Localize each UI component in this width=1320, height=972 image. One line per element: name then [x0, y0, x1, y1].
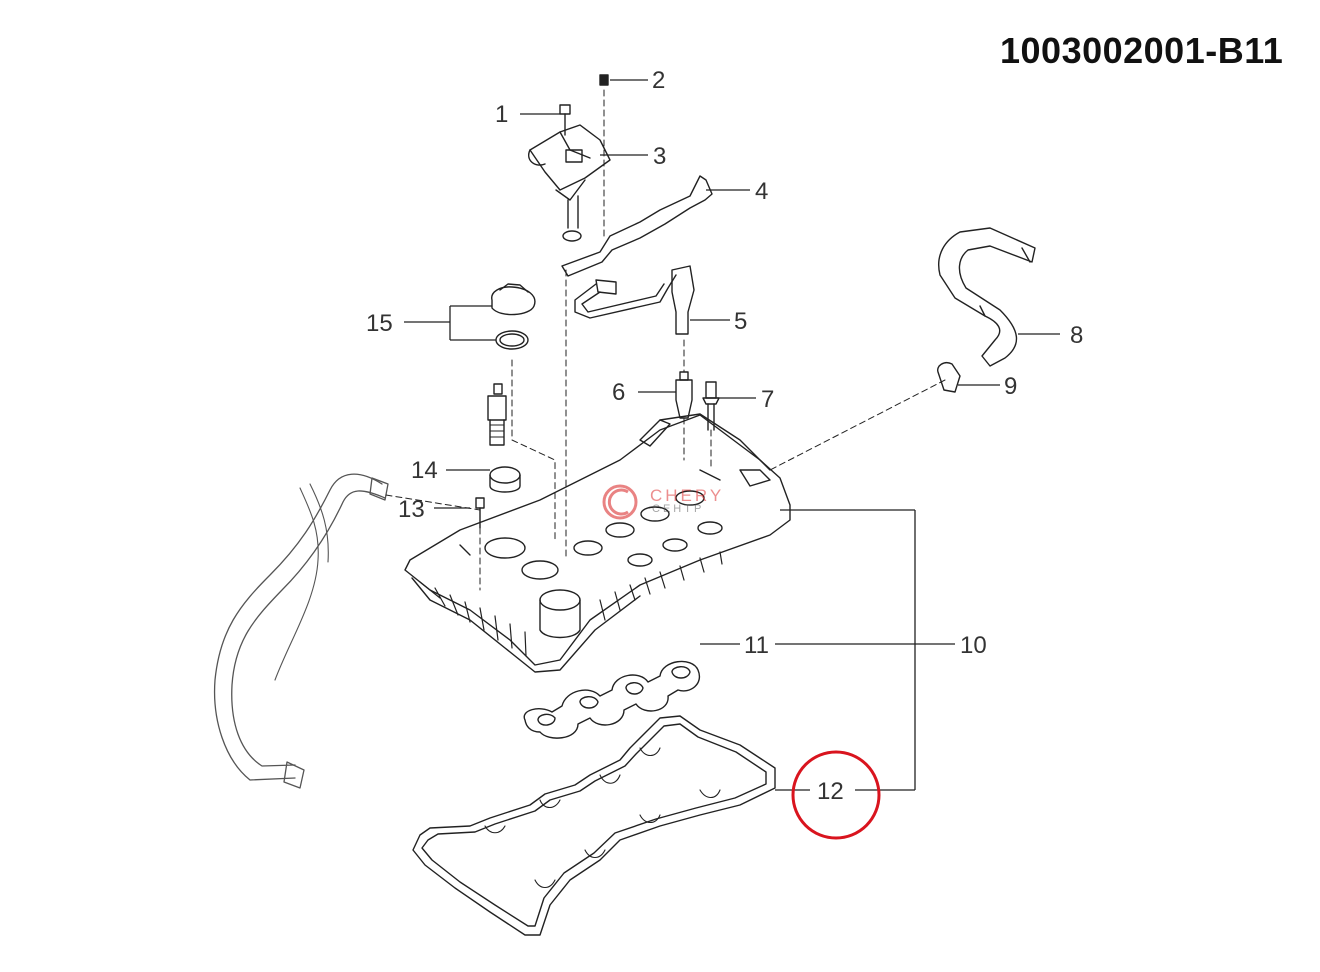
seal-14: [489, 466, 521, 493]
valve-cover-gasket: [412, 715, 776, 936]
callout-7: 7: [761, 386, 774, 413]
breather-hose-8: [938, 227, 1036, 367]
part-number-title: 1003002001-B11: [1000, 30, 1284, 71]
callout-12: 12: [817, 778, 844, 805]
callout-4: 4: [755, 178, 768, 205]
callout-5: 5: [734, 308, 747, 335]
nut-2: [599, 74, 609, 86]
callout-13: 13: [398, 496, 425, 523]
callout-2: 2: [652, 67, 665, 94]
watermark-brand: CHERY: [650, 486, 725, 505]
clip-9: [937, 362, 961, 393]
bolt-1: [559, 104, 571, 136]
sensor-5: [574, 265, 695, 335]
assembly-lines: [385, 89, 946, 591]
callout-1: 1: [495, 101, 508, 128]
callout-10: 10: [960, 632, 987, 659]
callout-3: 3: [653, 143, 666, 170]
bolt-13: [475, 497, 485, 529]
oil-control-solenoid: [487, 383, 507, 446]
watermark-subtext: CEHTP: [652, 503, 705, 515]
callout-8: 8: [1070, 322, 1083, 349]
callout-6: 6: [612, 379, 625, 406]
part-6-bolt: [675, 371, 693, 419]
callout-11: 11: [744, 632, 769, 659]
callout-9: 9: [1004, 373, 1017, 400]
coil-module: [528, 124, 611, 242]
leader-lines: [404, 79, 1060, 791]
valve-cover: [404, 413, 791, 673]
bracket-rail: [561, 175, 713, 277]
highlight-circle: [791, 750, 881, 840]
left-breather-hose: [213, 473, 389, 789]
callout-15: 15: [366, 310, 393, 337]
oil-filler-cap-15: [491, 283, 536, 350]
watermark-logo: [602, 484, 638, 520]
callout-labels: 1 2 3 4 5 6 7 8 9 10 11 12 13 14 15: [366, 67, 1083, 805]
spark-plug-seal-gasket: [523, 660, 701, 739]
callout-14: 14: [411, 457, 438, 484]
